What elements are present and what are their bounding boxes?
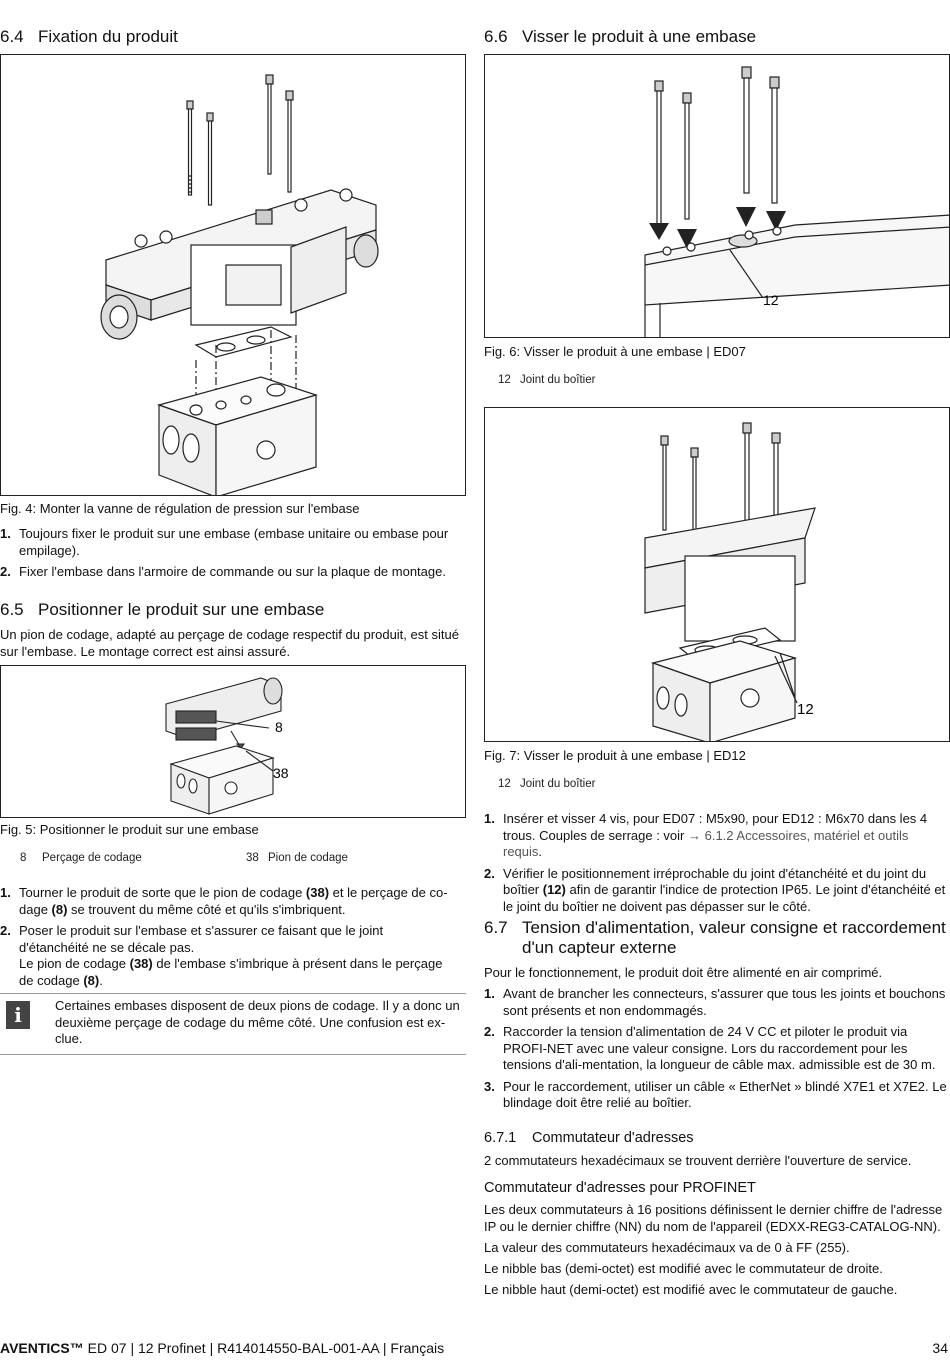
info-note-text: Certaines embases disposent de deux pion… [55,998,460,1046]
figure-7: 12 [484,407,950,742]
figure-5-illustration: 8 38 [165,677,289,815]
list-item: 2.Poser le produit sur l'embase et s'ass… [0,923,443,988]
screw [206,112,214,206]
figure-6: 12 [484,54,950,338]
callout-12: 12 [797,701,814,718]
list-item: 2.Vérifier le positionnement irréprochab… [484,865,946,914]
screw [769,76,780,204]
info-note: i Certaines embases disposent de deux pi… [0,993,466,1055]
figure-6-illustration: 12 [644,66,949,337]
screw [285,90,294,193]
figure-7-illustration: 12 [644,422,816,741]
info-icon: i [6,1001,30,1029]
screw [660,435,669,531]
figure-6-caption: Fig. 6: Visser le produit à une embase |… [484,344,746,359]
figure-7-caption: Fig. 7: Visser le produit à une embase |… [484,748,746,763]
callout-38: 38 [273,765,289,781]
section-6-5-intro: Un pion de codage, adapté au perçage de … [0,627,459,659]
steps-6-6: 1.Insérer et visser 4 vis, pour ED07 : M… [484,811,948,920]
list-item: 1.Tourner le produit de sorte que le pio… [0,885,448,917]
list-item: 1.Avant de brancher les connecteurs, s'a… [484,986,946,1018]
section-6-7-1-intro: 2 commutateurs hexadécimaux se trouvent … [484,1153,912,1168]
profinet-paragraph: La valeur des commutateurs hexadécimaux … [484,1240,850,1255]
profinet-heading: Commutateur d'adresses pour PROFINET [484,1180,756,1196]
list-item: 3.Pour le raccordement, utiliser un câbl… [484,1078,947,1111]
list-item: 1.Toujours fixer le produit sur une emba… [0,526,449,558]
page-number: 34 [932,1340,948,1356]
footer-doc-id: ED 07 | 12 Profinet | R414014550-BAL-001… [83,1340,445,1356]
cross-reference-link[interactable]: → 6.1.2 Accessoires, matériel et outils … [503,827,909,860]
figure-5-caption: Fig. 5: Positionner le produit sur une e… [0,822,259,837]
screw [265,74,274,175]
figure-5: 8 38 [0,665,466,818]
profinet-paragraph: Le nibble bas (demi-octet) est modifié a… [484,1261,883,1276]
section-6-7-intro: Pour le fonctionnement, le produit doit … [484,965,883,980]
profinet-paragraph: Le nibble haut (demi-octet) est modifié … [484,1282,898,1297]
screw [654,80,664,232]
steps-6-4: 1.Toujours fixer le produit sur une emba… [0,526,455,586]
screw [186,100,194,196]
list-item: 1.Insérer et visser 4 vis, pour ED07 : M… [484,811,928,860]
profinet-paragraph: Les deux commutateurs à 16 positions déf… [484,1202,943,1234]
screw [682,92,692,220]
list-item: 2.Fixer l'embase dans l'armoire de comma… [0,564,446,579]
screw [741,66,752,194]
callout-8: 8 [275,719,283,735]
page-footer: AVENTICS™ ED 07 | 12 Profinet | R4140145… [0,1340,950,1356]
list-item: 2.Raccorder la tension d'alimentation de… [484,1024,936,1072]
callout-12: 12 [763,292,779,308]
figure-4-illustration [100,74,379,495]
steps-6-7: 1.Avant de brancher les connecteurs, s'a… [484,986,948,1117]
steps-6-5: 1.Tourner le produit de sorte que le pio… [0,885,455,994]
figure-4 [0,54,466,496]
screw [742,422,752,526]
figure-4-caption: Fig. 4: Monter la vanne de régulation de… [0,501,360,516]
footer-brand: AVENTICS™ [0,1340,84,1356]
